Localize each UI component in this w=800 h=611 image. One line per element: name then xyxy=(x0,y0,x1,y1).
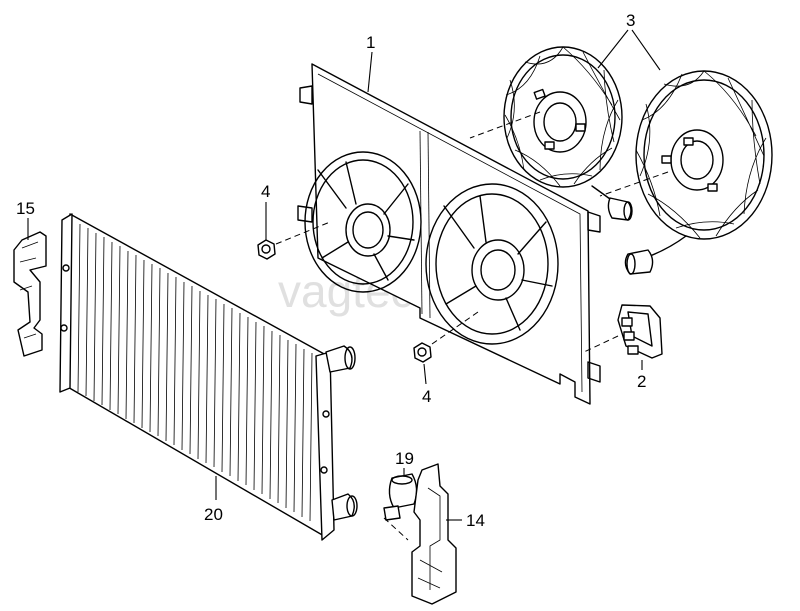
fan-wheel-right xyxy=(624,70,773,275)
assembly-line xyxy=(583,335,619,353)
nut-upper xyxy=(257,239,276,260)
callout-3: 3 xyxy=(626,11,635,30)
assembly-line xyxy=(383,517,409,541)
callout-4-lower: 4 xyxy=(422,387,431,406)
temperature-switch xyxy=(383,473,418,521)
fan-shroud xyxy=(297,63,601,405)
callout-14: 14 xyxy=(466,511,485,530)
callout-1: 1 xyxy=(366,33,375,52)
callout-4-upper: 4 xyxy=(261,182,270,201)
callout-15: 15 xyxy=(16,199,35,218)
assembly-line xyxy=(599,171,669,197)
callout-20: 20 xyxy=(204,505,223,524)
bracket xyxy=(411,463,457,605)
leader-4-lower xyxy=(423,363,427,385)
nut-lower xyxy=(413,342,432,363)
radiator xyxy=(59,213,358,541)
side-seal xyxy=(13,231,47,357)
series-resistor xyxy=(617,304,663,359)
assembly-line xyxy=(469,111,541,139)
leader-3-left xyxy=(597,29,629,69)
fan-wheel-left xyxy=(503,46,633,221)
callout-19: 19 xyxy=(395,449,414,468)
leader-1 xyxy=(367,51,373,93)
callout-2: 2 xyxy=(637,372,646,391)
leader-3-right xyxy=(631,29,661,71)
